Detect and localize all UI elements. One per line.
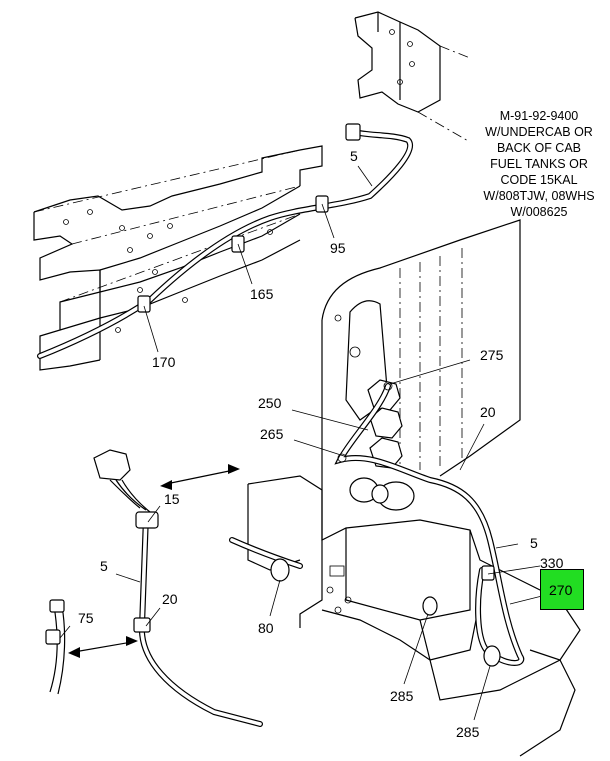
callout-95[interactable]: 95 <box>330 240 346 256</box>
callout-165[interactable]: 165 <box>250 286 274 302</box>
applicability-note: M-91-92-9400 W/UNDERCAB OR BACK OF CAB F… <box>468 108 610 220</box>
note-line: M-91-92-9400 <box>499 109 579 123</box>
upper-bracket <box>354 11 471 143</box>
callout-285-bottom[interactable]: 285 <box>456 724 480 740</box>
note-line: W/808TJW, 08WHS <box>483 189 595 203</box>
upper-harness <box>37 123 413 359</box>
tank-bracket <box>247 475 581 757</box>
top-leaders <box>143 165 373 353</box>
callout-20-right[interactable]: 20 <box>480 404 496 420</box>
callout-20-left[interactable]: 20 <box>162 591 178 607</box>
right-leaders <box>269 359 543 721</box>
callout-250[interactable]: 250 <box>258 395 282 411</box>
note-line: CODE 15KAL <box>500 173 578 187</box>
right-harness <box>229 381 525 667</box>
left-harness-detail <box>45 449 263 727</box>
callout-275[interactable]: 275 <box>480 347 504 363</box>
callout-80[interactable]: 80 <box>258 620 274 636</box>
note-line: W/008625 <box>510 205 568 219</box>
left-leaders <box>59 464 240 658</box>
cab-back-panel <box>299 219 521 628</box>
callout-170[interactable]: 170 <box>152 354 176 370</box>
note-line: W/UNDERCAB OR <box>485 125 593 139</box>
callout-285-left[interactable]: 285 <box>390 688 414 704</box>
callout-5-left[interactable]: 5 <box>100 558 108 574</box>
callout-270[interactable]: 270 <box>549 582 573 598</box>
upper-frame-rail <box>33 145 323 371</box>
callout-5-right[interactable]: 5 <box>530 535 538 551</box>
callout-75[interactable]: 75 <box>78 610 94 626</box>
highlighted-part-box[interactable] <box>540 569 584 610</box>
callout-330[interactable]: 330 <box>540 555 564 571</box>
note-line: FUEL TANKS OR <box>490 157 588 171</box>
note-line: BACK OF CAB <box>496 141 582 155</box>
callout-5-top[interactable]: 5 <box>350 148 358 164</box>
callout-265[interactable]: 265 <box>260 426 284 442</box>
callout-15[interactable]: 15 <box>164 491 180 507</box>
